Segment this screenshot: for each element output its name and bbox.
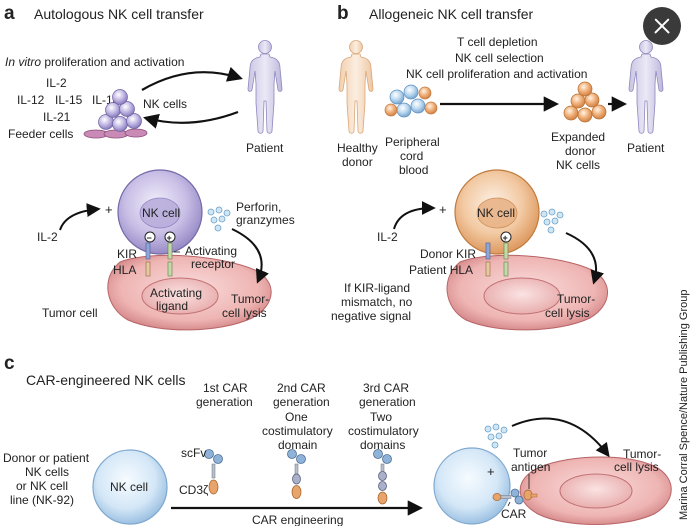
perforin-label: Perforin,granzymes bbox=[236, 200, 295, 227]
tumor-cell-c bbox=[519, 456, 672, 525]
expanded-nk-cells-icon bbox=[563, 81, 607, 123]
patient-hla-label: Patient HLA bbox=[409, 263, 473, 277]
tumor-cell-label: Tumor cell bbox=[42, 306, 98, 320]
car-receptor-bound bbox=[492, 488, 524, 505]
cytokine-il15: IL-15 bbox=[55, 93, 83, 107]
il2-a-label: IL-2 bbox=[37, 230, 58, 244]
activating-receptor-b bbox=[500, 231, 512, 260]
plus-sign-b: + bbox=[503, 233, 508, 243]
nk-cell-a-label: NK cell bbox=[142, 206, 180, 220]
hla-label: HLA bbox=[113, 263, 136, 277]
car-nk-plus: + bbox=[487, 464, 495, 479]
il2-a-arrow bbox=[59, 203, 101, 231]
car-gen1-icon bbox=[204, 449, 223, 495]
il2-b-arrow bbox=[393, 201, 436, 230]
ligand-b bbox=[503, 261, 509, 277]
cd3z-label: CD3ζ bbox=[179, 483, 209, 497]
donor-kir-label: Donor KIR bbox=[420, 247, 476, 261]
perforin-granules-c bbox=[484, 423, 508, 449]
arrow-from-patient bbox=[143, 110, 239, 129]
nk-cell-c-label: NK cell bbox=[110, 480, 148, 494]
nk-cell-c bbox=[92, 449, 168, 525]
minus-sign-a: − bbox=[147, 233, 152, 243]
step-nk-selection: NK cell selection bbox=[455, 51, 544, 65]
il2-b-label: IL-2 bbox=[377, 230, 398, 244]
tumor-lysis-b-label: Tumor-cell lysis bbox=[545, 292, 595, 320]
lysis-c-arrow bbox=[511, 417, 610, 458]
perforin-granules-b bbox=[540, 208, 564, 234]
patient-hla bbox=[485, 261, 491, 277]
lysis-b-arrow bbox=[565, 232, 605, 285]
car-pointer bbox=[507, 501, 511, 507]
close-button[interactable] bbox=[643, 7, 681, 45]
ligand-a bbox=[167, 261, 173, 277]
perforin-granules-a bbox=[207, 206, 231, 232]
lysis-a-arrow bbox=[231, 228, 269, 284]
patient-a-icon bbox=[247, 40, 283, 134]
plus-sign-a: + bbox=[167, 233, 172, 243]
cytokine-il21: IL-21 bbox=[43, 110, 71, 124]
cytokine-list: IL-2 IL-12 IL-15 IL-18 IL-21 bbox=[17, 76, 120, 124]
patient-b-label: Patient bbox=[627, 141, 665, 155]
tumor-lysis-c-label: Tumor-cell lysis bbox=[614, 447, 661, 474]
panel-a-title: Autologous NK cell transfer bbox=[34, 6, 204, 22]
in-vitro-label: In vitro bbox=[5, 55, 41, 69]
cytokine-il12: IL-12 bbox=[17, 93, 45, 107]
hla-a bbox=[145, 261, 151, 277]
car-label: CAR bbox=[501, 507, 527, 521]
cord-blood-cells-icon bbox=[384, 84, 438, 118]
patient-a-label: Patient bbox=[246, 141, 284, 155]
panel-b-letter: b bbox=[337, 3, 349, 24]
panel-a-subtitle: In vitro proliferation and activation bbox=[5, 55, 184, 69]
feeder-cells-label: Feeder cells bbox=[8, 127, 73, 141]
panel-a: a Autologous NK cell transfer In vitro p… bbox=[4, 3, 295, 331]
panel-b: b Allogeneic NK cell transfer T cell dep… bbox=[331, 3, 665, 331]
il2-a-plus: + bbox=[105, 202, 113, 217]
nk-cells-label: NK cells bbox=[143, 97, 187, 111]
donor-kir-receptor bbox=[485, 242, 491, 260]
nk-cell-a bbox=[117, 169, 203, 255]
nk-cell-cluster-icon bbox=[98, 89, 142, 132]
patient-b-icon bbox=[628, 40, 664, 134]
kir-label: KIR bbox=[117, 247, 137, 261]
scfv-label: scFv bbox=[181, 446, 206, 460]
proliferation-label: proliferation and activation bbox=[41, 55, 184, 69]
nk-cell-b-label: NK cell bbox=[477, 206, 515, 220]
car-nk-cell bbox=[433, 447, 511, 525]
car-engineering-label: CAR engineering bbox=[252, 513, 343, 526]
car-gen2-icon bbox=[287, 449, 306, 499]
image-credit: Marina Corral Spence/Nature Publishing G… bbox=[678, 289, 690, 520]
panel-a-letter: a bbox=[4, 3, 15, 24]
car-gen3-icon bbox=[373, 449, 392, 505]
panel-b-title: Allogeneic NK cell transfer bbox=[369, 6, 534, 22]
step-proliferation: NK cell proliferation and activation bbox=[406, 67, 587, 81]
activating-receptor-a bbox=[164, 231, 176, 260]
kir-receptor-a bbox=[144, 231, 156, 260]
il2-b-plus: + bbox=[439, 202, 447, 217]
cytokine-il2: IL-2 bbox=[46, 76, 67, 90]
panel-c-letter: c bbox=[4, 353, 15, 374]
tumor-antigen-icon bbox=[523, 489, 538, 501]
arrow-to-patient bbox=[141, 66, 243, 91]
tumor-lysis-a-label: Tumor-cell lysis bbox=[222, 292, 269, 320]
panel-c-title: CAR-engineered NK cells bbox=[26, 372, 186, 388]
nk-cell-b bbox=[454, 169, 540, 255]
step-t-cell-depletion: T cell depletion bbox=[457, 35, 538, 49]
healthy-donor-icon bbox=[338, 40, 374, 134]
